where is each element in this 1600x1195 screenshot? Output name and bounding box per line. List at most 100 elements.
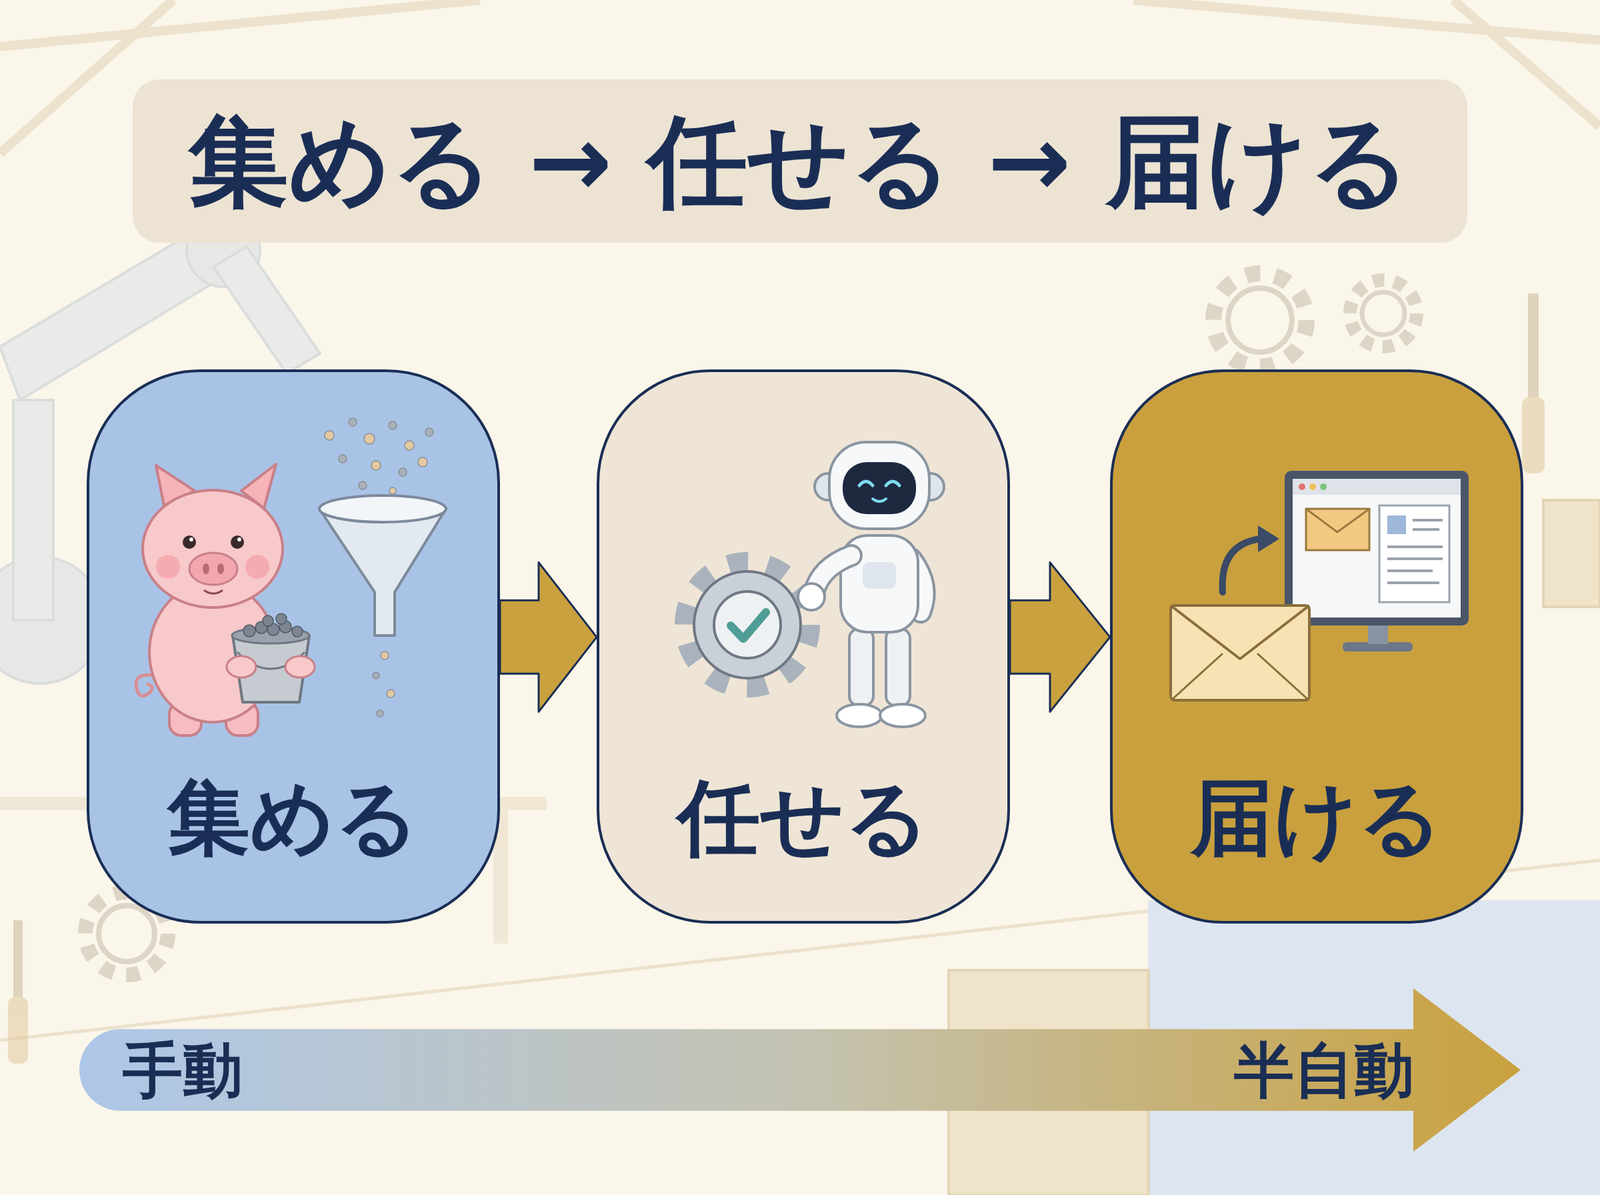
pig-character <box>149 582 276 722</box>
tool-sketch <box>1528 293 1539 400</box>
monitor-icon <box>1387 545 1443 548</box>
falling-pellets <box>380 651 389 660</box>
send-arrow-icon <box>1258 525 1280 552</box>
falling-pellets <box>371 460 381 470</box>
pig-character <box>237 537 242 542</box>
step-label: 集める <box>167 768 420 868</box>
pig-character <box>202 563 210 574</box>
gradient-arrow-body <box>79 988 1521 1152</box>
gear-sketch <box>1362 292 1405 335</box>
pig-character <box>230 535 244 549</box>
monitor-icon <box>1387 515 1406 534</box>
gear-sketch <box>98 905 155 962</box>
flow-arrow <box>1010 562 1110 712</box>
send-arrow-icon <box>1222 538 1261 592</box>
pig-character <box>232 627 310 644</box>
robot-character <box>842 462 916 514</box>
title-banner: 集める → 任せる → 届ける <box>132 79 1468 243</box>
monitor-icon <box>1412 518 1443 522</box>
pig-character <box>204 590 223 594</box>
scale-label: 半自動 <box>1234 1034 1414 1106</box>
falling-pellets <box>358 481 367 490</box>
pig-character <box>142 490 283 608</box>
step-box: 集める <box>86 369 500 924</box>
monitor-icon <box>1292 478 1461 618</box>
ceiling-beams <box>0 0 480 47</box>
pig-character <box>156 554 180 579</box>
envelope-icon <box>1170 605 1310 700</box>
falling-pellets <box>376 710 384 717</box>
scale-label: 手動 <box>122 1034 243 1106</box>
gear-check-icon <box>714 591 781 658</box>
pig-character <box>243 613 303 637</box>
pig-character <box>226 702 258 736</box>
automation-scale-arrow: 手動 半自動 <box>79 988 1521 1152</box>
step-box: 任せる <box>596 369 1010 924</box>
robot-character <box>798 583 825 610</box>
gear-sketch <box>1350 280 1417 347</box>
flow-arrow <box>500 562 597 712</box>
pig-character <box>276 613 287 624</box>
pig-character <box>156 465 195 506</box>
monitor-icon <box>1306 508 1370 550</box>
funnel-icon <box>319 495 446 522</box>
monitor-icon <box>1309 483 1316 490</box>
envelope-icon <box>1170 605 1310 700</box>
robot-character <box>840 535 918 632</box>
crate-sketch <box>1543 500 1600 607</box>
falling-pellets <box>348 418 357 426</box>
robot-character <box>917 473 944 500</box>
send-arrow-icon <box>1222 525 1280 592</box>
monitor-icon <box>1387 581 1440 584</box>
falling-pellets <box>364 433 375 444</box>
step-label: 任せる <box>677 768 930 868</box>
robot-character <box>911 558 925 612</box>
pig-character <box>255 621 268 634</box>
monitor-icon <box>1306 508 1370 532</box>
gear-check-icon <box>730 612 766 639</box>
pig-character <box>182 535 196 549</box>
pig-character <box>285 656 315 678</box>
gear-check-icon <box>684 562 810 688</box>
robot-arm-sketch <box>13 400 54 620</box>
robot-character <box>886 628 910 706</box>
falling-pellets <box>386 689 395 698</box>
monitor-icon <box>1342 642 1413 652</box>
falling-pellets <box>324 418 434 717</box>
robot-character <box>836 704 882 727</box>
robot-character <box>798 442 944 727</box>
pig-character <box>292 626 303 637</box>
gear-check-icon <box>684 562 810 688</box>
robot-character <box>886 481 900 486</box>
envelope-icon <box>1170 605 1310 659</box>
monitor-icon <box>1387 569 1433 572</box>
pig-character <box>243 624 256 637</box>
falling-pellets <box>338 454 347 463</box>
pig-character <box>226 656 256 678</box>
monitor-icon <box>1284 470 1469 626</box>
tool-sketch <box>1522 396 1545 474</box>
envelope-icon <box>1172 653 1308 699</box>
pig-character <box>241 464 276 508</box>
monitor-icon <box>1387 557 1443 560</box>
pig-character <box>267 623 280 636</box>
robot-character <box>862 562 896 589</box>
gear-sketch <box>1213 273 1307 367</box>
falling-pellets <box>372 672 380 679</box>
ceiling-beams <box>1133 0 1600 40</box>
pig-character <box>237 652 305 669</box>
falling-pellets <box>388 421 397 430</box>
monitor-icon <box>1412 528 1440 531</box>
pig-character <box>189 552 238 585</box>
falling-pellets <box>389 487 396 494</box>
falling-pellets <box>404 440 414 450</box>
step-label: 届ける <box>1190 768 1443 868</box>
monitor-icon <box>1284 470 1469 652</box>
robot-character <box>814 555 852 592</box>
tool-sketch <box>13 920 23 1000</box>
tool-sketch <box>8 996 28 1064</box>
monitor-icon <box>1387 520 1443 583</box>
robot-arm-sketch <box>213 246 320 374</box>
monitor-icon <box>1298 483 1306 490</box>
